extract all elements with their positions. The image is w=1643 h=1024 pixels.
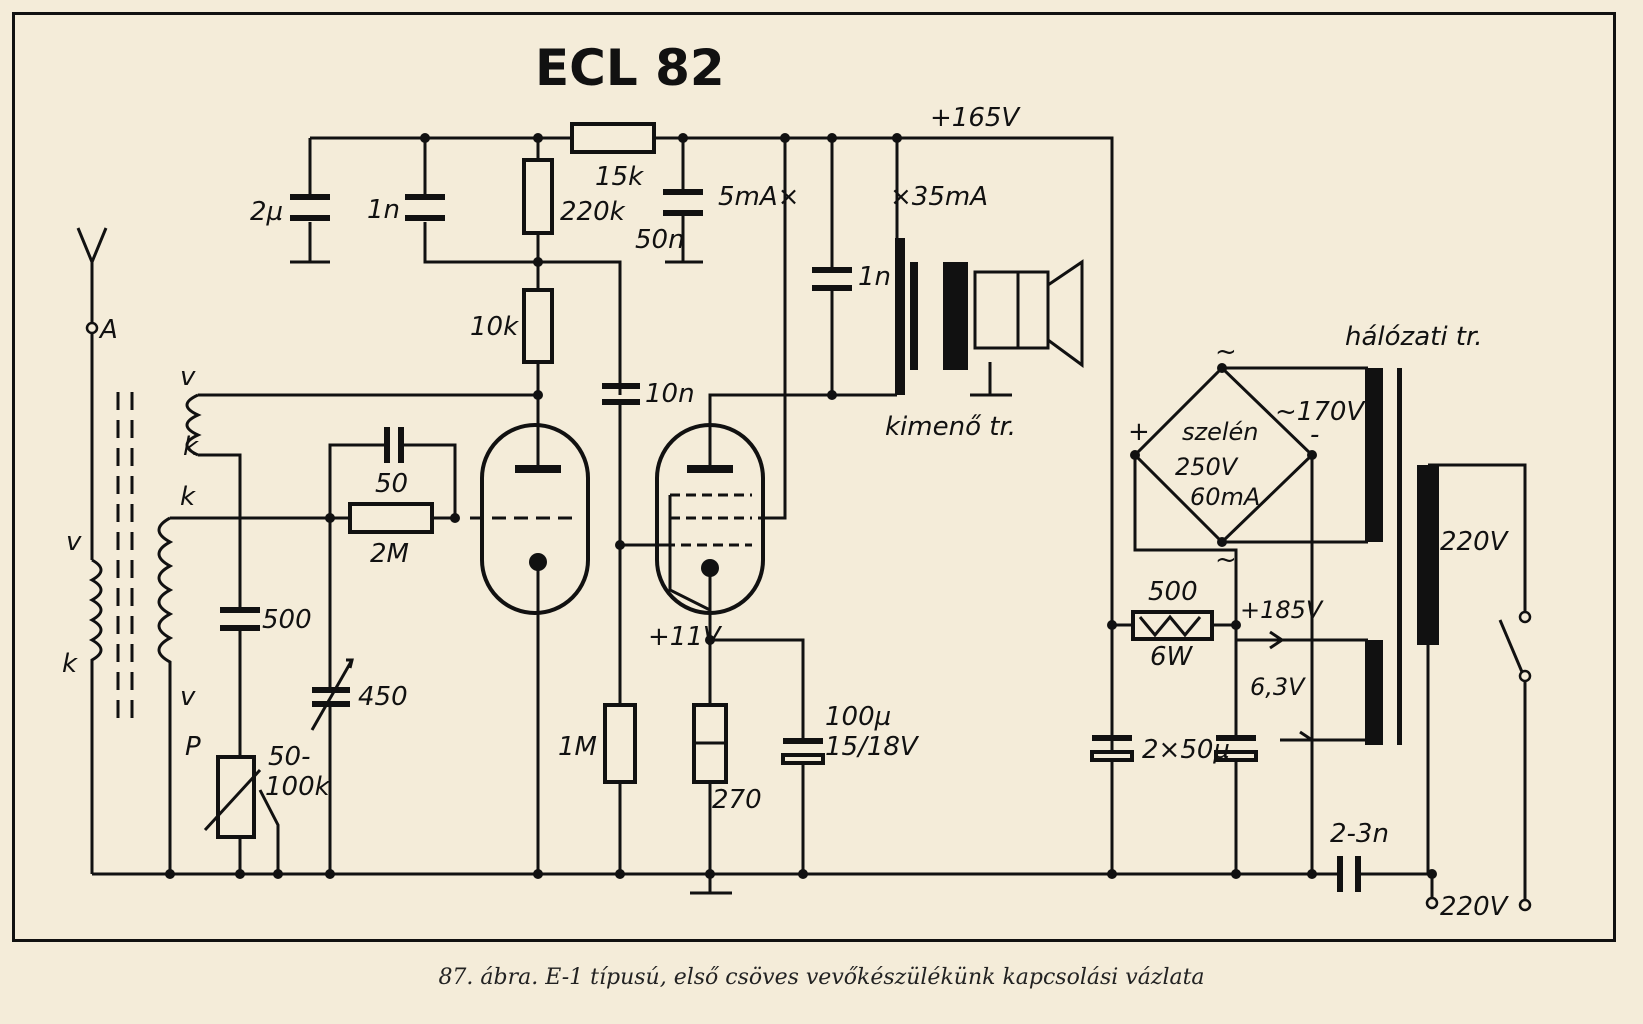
capacitor-100u-label: 100µ — [825, 702, 891, 732]
lower-coil-v-label: v — [180, 682, 196, 712]
resistor-2m — [348, 502, 434, 534]
speaker-icon — [970, 259, 1084, 397]
mains-switch — [1425, 610, 1532, 912]
variable-capacitor-450 — [310, 518, 354, 874]
capacitor-1n-right-label: 1n — [858, 262, 891, 292]
potentiometer-value-label: 50- — [268, 742, 310, 772]
resistor-500-6w — [1107, 610, 1241, 641]
bridge-minus-label: - — [1310, 420, 1319, 450]
supply-voltage-label: +165V — [930, 103, 1021, 133]
antenna-coil — [88, 558, 103, 874]
mains-transformer-label: hálózati tr. — [1345, 322, 1483, 352]
figure-caption: 87. ábra. E-1 típusú, első csöves vevőké… — [438, 965, 1205, 990]
resistor-10k-label: 10k — [470, 312, 519, 342]
capacitor-1n-left-label: 1n — [367, 195, 400, 225]
capacitor-100u — [710, 638, 825, 874]
resistor-270-label: 270 — [712, 785, 762, 815]
capacitor-50 — [328, 427, 457, 518]
capacitor-500 — [220, 600, 260, 755]
capacitor-2u-label: 2µ — [250, 197, 283, 227]
output-transformer — [708, 138, 968, 440]
transformer-220v-label: 220V — [1440, 527, 1510, 557]
screen-grid-wire — [758, 138, 787, 520]
selenium-voltage-label: 250V — [1175, 453, 1239, 481]
capacitor-10n-label: 10n — [645, 379, 695, 409]
antenna-coil-v-label: v — [66, 527, 82, 557]
output-transformer-label: kimenő tr. — [885, 412, 1016, 442]
ground-rail — [92, 869, 1437, 879]
potentiometer-p — [203, 755, 280, 874]
bridge-plus-label: + — [1128, 417, 1150, 447]
triode-tube — [470, 395, 590, 874]
capacitor-1n-right — [812, 138, 852, 400]
selenium-bridge-rectifier — [1130, 363, 1368, 874]
capacitor-2-3n-label: 2-3n — [1330, 819, 1389, 849]
cathode-voltage-label: +11V — [648, 622, 723, 652]
current-5ma-label: 5mA× — [718, 182, 799, 212]
resistor-500-label: 500 — [1148, 577, 1198, 607]
antenna-coil-k-label: k — [62, 649, 78, 679]
resistor-2m-label: 2M — [370, 539, 409, 569]
tuning-coil-lower — [157, 513, 460, 874]
resistor-1m — [603, 545, 637, 874]
resistor-220k — [522, 138, 554, 290]
capacitor-100u-voltage-label: 15/18V — [825, 732, 920, 762]
resistor-270 — [690, 640, 732, 895]
resistor-15k — [570, 122, 656, 154]
bridge-ac-bottom-label: ~ — [1215, 545, 1237, 575]
upper-coil-v-label: v — [180, 362, 196, 392]
antenna-label: A — [98, 315, 118, 345]
resistor-1m-label: 1M — [558, 732, 597, 762]
tube-title: ECL 82 — [535, 39, 725, 97]
tuning-coil-upper — [185, 393, 538, 600]
schematic-frame — [12, 12, 1616, 942]
voltage-185v-label: +185V — [1240, 596, 1324, 624]
pentode-tube — [655, 423, 765, 645]
resistor-10k — [522, 288, 554, 400]
bridge-ac-top-label: ~ — [1215, 337, 1237, 367]
resistor-6w-label: 6W — [1150, 642, 1194, 672]
capacitor-2x50u-label: 2×50µ — [1142, 735, 1230, 765]
resistor-220k-label: 220k — [560, 197, 626, 227]
ferrite-core — [116, 392, 134, 725]
ac-170v-label: ~170V — [1275, 397, 1366, 427]
upper-coil-k-label: k — [183, 432, 199, 462]
capacitor-500-label: 500 — [262, 605, 312, 635]
circuit-diagram: ECL 82 +165V 15k 2µ 1n — [62, 39, 1532, 922]
capacitor-50n — [663, 138, 703, 264]
capacitor-2-3n — [1330, 856, 1370, 892]
heater-voltage-label: 6,3V — [1250, 673, 1306, 701]
antenna-icon — [76, 227, 108, 560]
mains-transformer — [1236, 368, 1527, 874]
selenium-label: szelén — [1182, 418, 1259, 446]
potentiometer-p-label: P — [185, 732, 201, 762]
current-35ma-label: ×35mA — [890, 182, 988, 212]
capacitor-1n-left — [405, 138, 622, 395]
potentiometer-value-label-2: 100k — [265, 772, 331, 802]
lower-coil-k-label: k — [180, 482, 196, 512]
capacitor-50n-label: 50n — [635, 225, 685, 255]
capacitor-50-label: 50 — [375, 469, 408, 499]
capacitor-2x50u — [1090, 625, 1258, 874]
selenium-current-label: 60mA — [1190, 483, 1260, 511]
variable-capacitor-450-label: 450 — [358, 682, 408, 712]
mains-input-220v-label: 220V — [1440, 892, 1510, 922]
capacitor-2u — [290, 138, 330, 264]
resistor-15k-label: 15k — [595, 162, 644, 192]
